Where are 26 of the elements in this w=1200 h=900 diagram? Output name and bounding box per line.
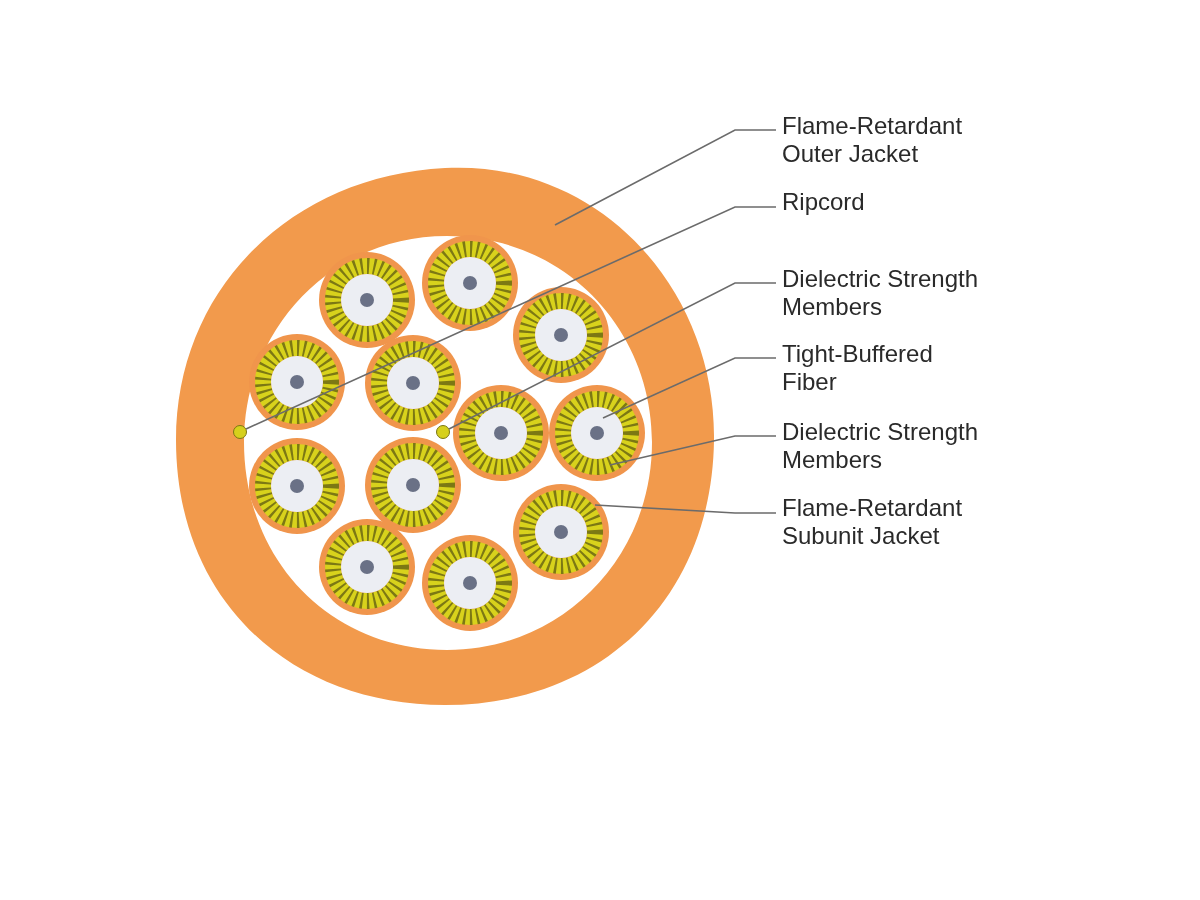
fiber-subunit-drawing bbox=[453, 385, 549, 481]
fiber-subunit-drawing bbox=[365, 335, 461, 431]
leader-line bbox=[594, 504, 777, 514]
fiber-subunit-drawing bbox=[319, 519, 415, 615]
fiber-subunit-drawing bbox=[422, 235, 518, 331]
callout-label: Ripcord bbox=[782, 188, 866, 216]
fiber-subunit-drawing bbox=[422, 535, 518, 631]
fiber-subunit-drawing bbox=[249, 334, 345, 430]
fiber-subunit-drawing bbox=[549, 385, 645, 481]
fiber-subunit-drawing bbox=[249, 438, 345, 534]
strength-member bbox=[436, 425, 450, 439]
callout-label: Dielectric Strength Members bbox=[782, 265, 980, 321]
leader-line bbox=[245, 206, 777, 430]
buffer-fiber bbox=[571, 407, 623, 459]
leader-line bbox=[602, 357, 777, 419]
callout-label: Flame-Retardant Outer Jacket bbox=[782, 112, 964, 168]
fiber-subunit-drawing bbox=[365, 437, 461, 533]
aramid-yarn-ring bbox=[555, 391, 639, 475]
fiber-subunit-drawing bbox=[513, 287, 609, 383]
leader-line bbox=[554, 129, 777, 226]
callout-label: Flame-Retardant Subunit Jacket bbox=[782, 494, 964, 550]
fiber-subunit-drawing bbox=[319, 252, 415, 348]
leader-line bbox=[609, 435, 777, 466]
outer-jacket bbox=[176, 168, 714, 705]
callout-label: Tight-Buffered Fiber bbox=[782, 340, 934, 396]
callout-label: Dielectric Strength Members bbox=[782, 418, 980, 474]
